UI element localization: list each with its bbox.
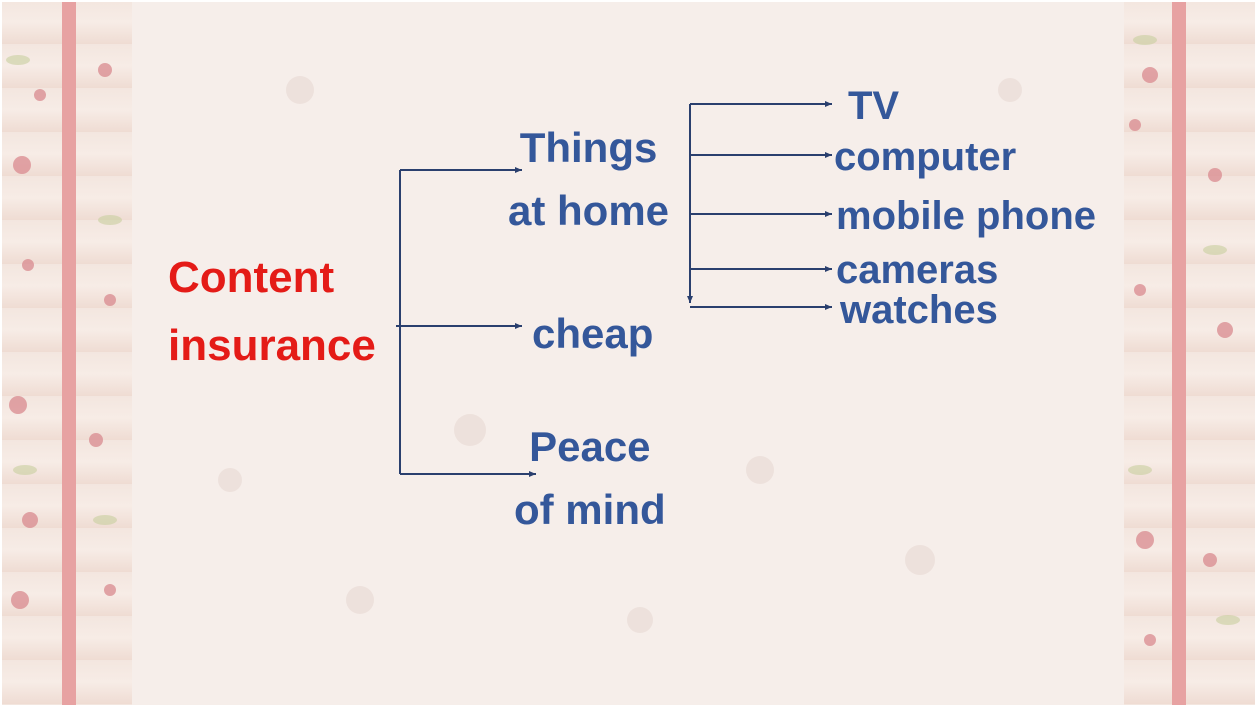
root-node-content-insurance: Content insurance xyxy=(168,244,376,380)
branch-node-line: Things xyxy=(519,124,658,171)
right-floral-border xyxy=(1124,0,1257,707)
branch-node-line: cheap xyxy=(532,310,654,357)
branch-node-line: at home xyxy=(508,187,670,234)
item-tv: TV xyxy=(848,84,900,128)
branch-node-line: of mind xyxy=(514,486,666,533)
branch-node-cheap: cheap xyxy=(532,302,653,365)
item-mobile-phone: mobile phone xyxy=(836,194,1096,238)
root-node-line: insurance xyxy=(168,321,376,371)
branch-node-peace-of-mind: Peace of mind xyxy=(514,415,666,541)
left-pink-stripe xyxy=(62,0,76,707)
branch-node-line: Peace xyxy=(529,423,651,470)
right-pink-stripe xyxy=(1172,0,1186,707)
item-cameras: cameras xyxy=(836,248,999,292)
item-computer: computer xyxy=(834,135,1017,179)
root-node-line: Content xyxy=(168,253,335,302)
branch-node-things-at-home: Things at home xyxy=(508,116,669,242)
item-watches: watches xyxy=(840,288,998,332)
